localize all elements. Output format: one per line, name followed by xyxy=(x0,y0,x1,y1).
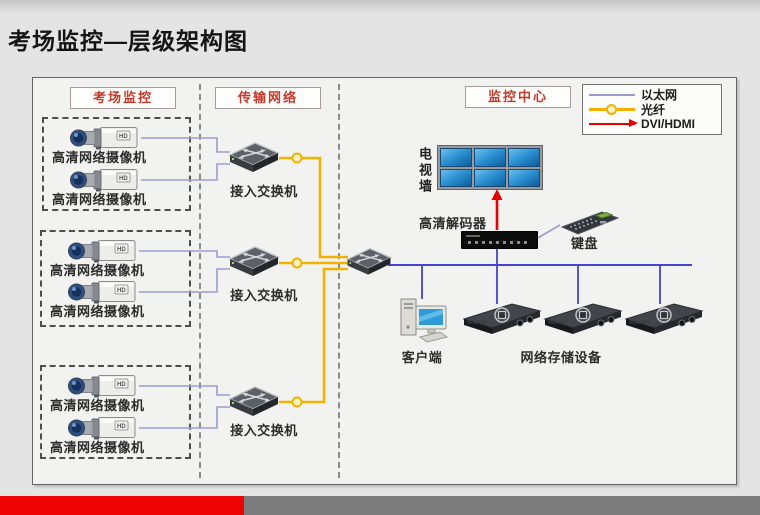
camera-label: 高清网络摄像机 xyxy=(50,440,145,455)
tv-screen xyxy=(508,168,540,187)
hd-camera-unit: HD xyxy=(70,124,140,152)
keyboard-label: 键盘 xyxy=(571,236,599,251)
access-switch-label: 接入交换机 xyxy=(230,288,298,303)
legend-ethernet-label: 以太网 xyxy=(641,88,678,103)
switch-icon xyxy=(346,248,392,275)
camera-icon: HD xyxy=(70,127,138,150)
svg-text:HD: HD xyxy=(117,424,126,430)
camera-label: 高清网络摄像机 xyxy=(52,192,147,207)
svg-text:HD: HD xyxy=(117,288,126,294)
footer-gray-bar xyxy=(244,496,760,515)
tv-screen xyxy=(474,168,506,187)
hd-camera-unit: HD xyxy=(68,372,138,400)
access-switch-2 xyxy=(226,244,282,282)
column-header-monitoring: 考场监控 xyxy=(70,87,176,109)
tv-screen xyxy=(440,148,472,167)
tv-screen xyxy=(474,148,506,167)
camera-label: 高清网络摄像机 xyxy=(50,398,145,413)
core-switch xyxy=(344,246,394,280)
access-switch-1 xyxy=(226,140,282,178)
legend-dvi-label: DVI/HDMI xyxy=(641,117,695,132)
access-switch-3 xyxy=(226,384,282,422)
camera-icon: HD xyxy=(68,375,136,398)
svg-text:HD: HD xyxy=(119,134,128,140)
switch-icon xyxy=(228,142,280,172)
switch-icon xyxy=(228,246,280,276)
storage-unit-3 xyxy=(624,300,704,338)
footer-red-bar xyxy=(0,496,244,515)
decoder-icon xyxy=(461,231,538,249)
keyboard-icon xyxy=(560,211,620,235)
fiber-connector-icon xyxy=(606,104,617,115)
hd-camera-unit: HD xyxy=(68,237,138,265)
arrowhead-icon xyxy=(629,119,638,128)
client-pc xyxy=(398,295,450,347)
switch-icon xyxy=(228,386,280,416)
legend-row-ethernet: 以太网 xyxy=(589,88,715,102)
camera-label: 高清网络摄像机 xyxy=(52,150,147,165)
camera-icon: HD xyxy=(68,240,136,263)
column-header-center: 监控中心 xyxy=(465,86,571,108)
storage-icon xyxy=(624,303,704,334)
top-strip xyxy=(0,0,760,14)
computer-icon xyxy=(400,298,449,343)
legend-row-dvi: DVI/HDMI xyxy=(589,117,715,131)
legend-fiber-label: 光纤 xyxy=(641,103,666,117)
camera-icon: HD xyxy=(68,417,136,440)
svg-text:HD: HD xyxy=(117,382,126,388)
legend: 以太网 光纤 DVI/HDMI xyxy=(582,84,722,135)
storage-unit-1 xyxy=(462,300,542,338)
tv-wall xyxy=(437,145,543,190)
column-divider-1 xyxy=(199,84,201,478)
page-title: 考场监控—层级架构图 xyxy=(8,28,248,54)
camera-icon: HD xyxy=(68,281,136,304)
hd-camera-unit: HD xyxy=(70,166,140,194)
svg-text:HD: HD xyxy=(117,247,126,253)
storage-unit-2 xyxy=(543,300,623,338)
storage-label: 网络存储设备 xyxy=(520,350,602,365)
column-divider-2 xyxy=(338,84,340,478)
access-switch-label: 接入交换机 xyxy=(230,423,298,438)
svg-text:HD: HD xyxy=(119,176,128,182)
camera-label: 高清网络摄像机 xyxy=(50,263,145,278)
storage-icon xyxy=(462,303,542,334)
fiber-line-icon xyxy=(589,104,635,115)
hd-camera-unit: HD xyxy=(68,414,138,442)
tv-screen xyxy=(440,168,472,187)
decoder-label: 高清解码器 xyxy=(419,216,487,231)
camera-icon: HD xyxy=(70,169,138,192)
legend-row-fiber: 光纤 xyxy=(589,103,715,117)
tv-wall-label: 电视墙 xyxy=(417,147,432,195)
tv-screen xyxy=(508,148,540,167)
storage-icon xyxy=(543,303,623,334)
client-label: 客户端 xyxy=(401,350,443,365)
control-keyboard xyxy=(556,208,622,236)
camera-label: 高清网络摄像机 xyxy=(50,304,145,319)
ethernet-line-icon xyxy=(589,93,635,96)
access-switch-label: 接入交换机 xyxy=(230,184,298,199)
column-header-transmission: 传输网络 xyxy=(215,87,321,109)
hd-camera-unit: HD xyxy=(68,278,138,306)
dvi-arrow-icon xyxy=(589,119,638,128)
